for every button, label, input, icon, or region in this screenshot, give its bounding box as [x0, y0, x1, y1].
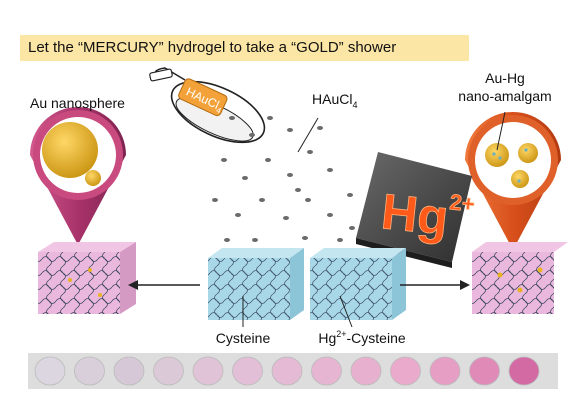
vial	[74, 356, 105, 386]
vial	[232, 356, 263, 386]
vial	[34, 356, 66, 386]
haucl4-label: HAuCl4	[312, 91, 357, 110]
amalgam-label-line1: Au-Hg	[485, 70, 525, 86]
au-hg-amalgam-pin	[465, 112, 561, 250]
vial	[469, 356, 500, 386]
hg-ion-tile: Hg2+	[356, 152, 476, 268]
vial	[350, 356, 382, 386]
pink-gel-right	[472, 242, 568, 314]
arrow-left-icon	[128, 280, 200, 290]
gold-droplets	[212, 116, 355, 242]
vial	[508, 356, 540, 386]
arrow-right-icon	[400, 280, 470, 290]
au-nanosphere-pin	[30, 107, 126, 245]
banner-title: Let the “MERCURY” hydrogel to take a “GO…	[28, 39, 397, 56]
hg-cysteine-label: Hg2+-Cysteine	[318, 329, 406, 346]
title-banner: Let the “MERCURY” hydrogel to take a “GO…	[20, 35, 469, 61]
vial	[271, 356, 303, 386]
au-nanosphere	[42, 122, 98, 178]
vial	[153, 356, 184, 386]
au-nanosphere-label: Au nanosphere	[30, 95, 125, 111]
cysteine-label: Cysteine	[216, 330, 271, 346]
amalgam-label-line2: nano-amalgam	[458, 88, 551, 104]
vial	[113, 356, 145, 386]
pink-gel-left	[38, 242, 136, 314]
hg-ion-label: Hg2+	[379, 182, 476, 248]
amalgam-pointer	[496, 111, 506, 151]
vial	[390, 356, 421, 386]
blue-gel-cysteine	[208, 248, 304, 320]
vial	[311, 356, 342, 386]
blue-gel-hg-cysteine	[310, 248, 406, 320]
vial	[429, 356, 461, 386]
haucl4-pointer	[297, 117, 319, 153]
shower-head-icon: HAuCl4	[149, 67, 266, 144]
vial	[192, 356, 224, 386]
